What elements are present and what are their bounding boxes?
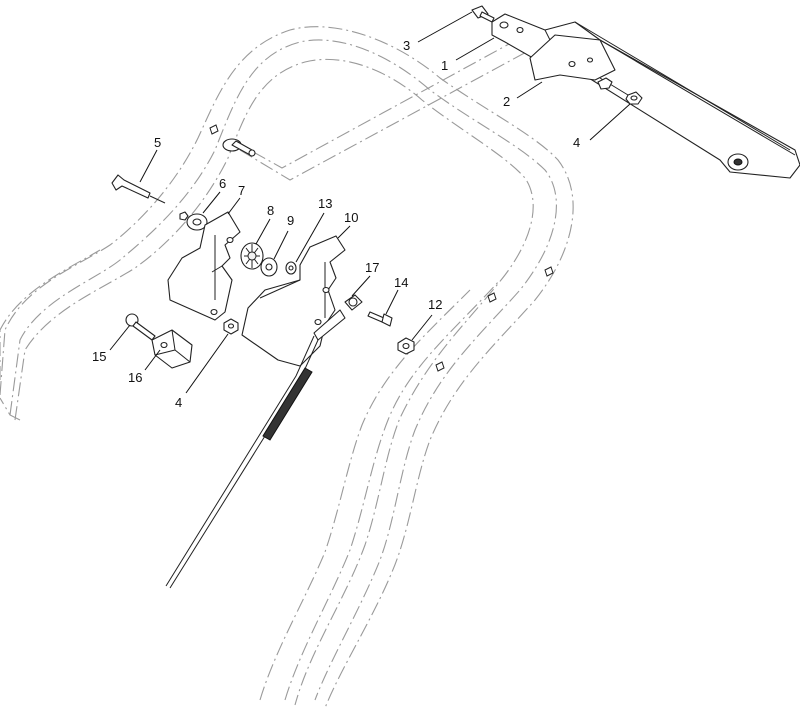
part-14-bolt — [367, 311, 393, 327]
callout-13: 13 — [318, 196, 332, 211]
callout-2: 2 — [503, 94, 510, 109]
callout-16: 16 — [128, 370, 142, 385]
callout-17: 17 — [365, 260, 379, 275]
part-8-ratchet-wheel — [240, 242, 264, 270]
callout-4-upper: 4 — [573, 135, 580, 150]
callout-15: 15 — [92, 349, 106, 364]
callout-3: 3 — [403, 38, 410, 53]
leader-lines — [109, 11, 631, 394]
handle-frame-phantom — [0, 26, 574, 708]
callout-5: 5 — [154, 135, 161, 150]
part-12-nut — [397, 337, 415, 355]
callout-10: 10 — [344, 210, 358, 225]
part-5-shoulder-bolt — [111, 174, 166, 204]
callout-1: 1 — [441, 58, 448, 73]
part-3-bolt — [471, 5, 495, 23]
part-15-knob — [125, 313, 156, 341]
callout-4-lower: 4 — [175, 395, 182, 410]
part-16-cam-block — [151, 329, 193, 369]
part-4-nut-lower — [223, 318, 239, 335]
part-7-bracket — [167, 211, 241, 321]
callout-12: 12 — [428, 297, 442, 312]
part-9-washer — [260, 257, 278, 277]
callout-7: 7 — [238, 183, 245, 198]
part-17-cable — [165, 294, 363, 589]
callout-8: 8 — [267, 203, 274, 218]
part-13-spacer — [285, 261, 297, 275]
frame-pivot-bolt — [222, 138, 256, 157]
part-6-washer — [179, 211, 208, 231]
part-1-upper-bar — [491, 13, 800, 179]
part-4-nut-upper — [597, 77, 643, 105]
callout-14: 14 — [394, 275, 408, 290]
callouts: 3 1 2 4 5 6 7 8 9 13 10 17 14 12 15 16 4 — [92, 38, 580, 410]
callout-9: 9 — [287, 213, 294, 228]
part-2-gusset-plate — [529, 34, 616, 81]
callout-6: 6 — [219, 176, 226, 191]
